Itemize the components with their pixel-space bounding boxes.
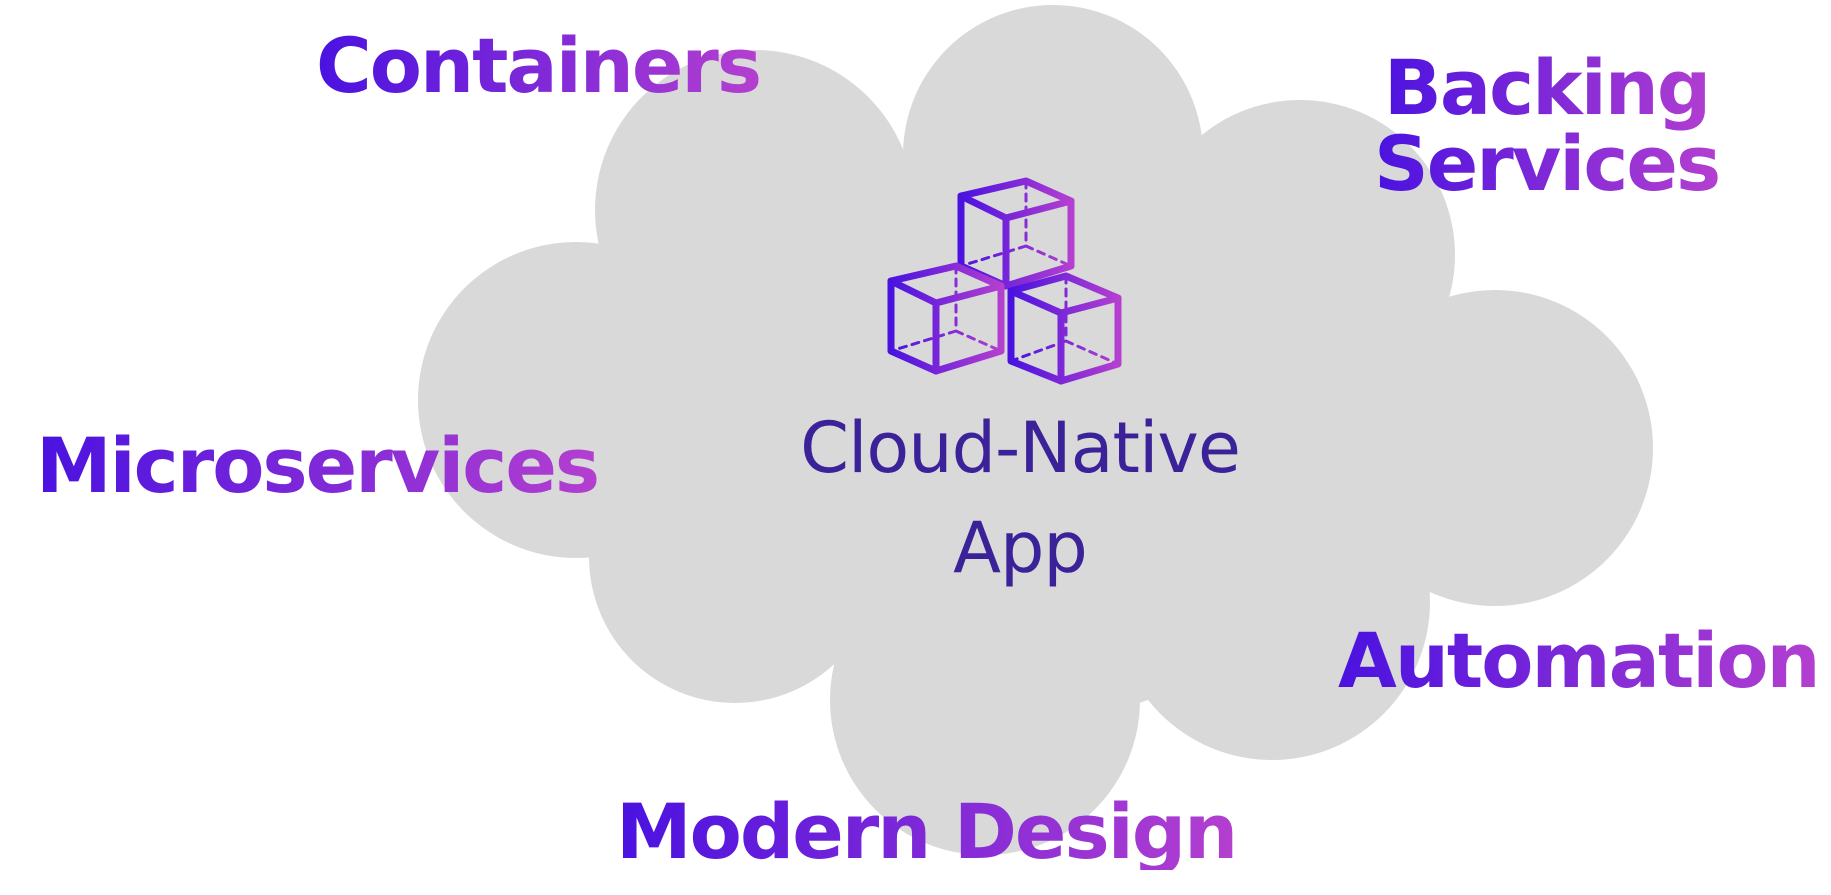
backing-services-line1: Backing [1383,43,1710,132]
concept-backing-services: Backing Services [1374,50,1719,202]
cube-left-icon [887,262,1005,375]
concept-microservices: Microservices [36,421,600,510]
center-title-line2: App [953,507,1088,589]
concept-automation: Automation [1338,616,1821,705]
concept-containers: Containers [316,21,762,110]
center-title-line1: Cloud-Native [800,407,1241,489]
backing-services-line2: Services [1374,119,1720,208]
cube-right-icon [1007,272,1122,385]
stacked-cubes-icon [887,177,1122,385]
cube-top-icon [957,177,1075,290]
concept-modern-design: Modern Design [616,787,1238,876]
